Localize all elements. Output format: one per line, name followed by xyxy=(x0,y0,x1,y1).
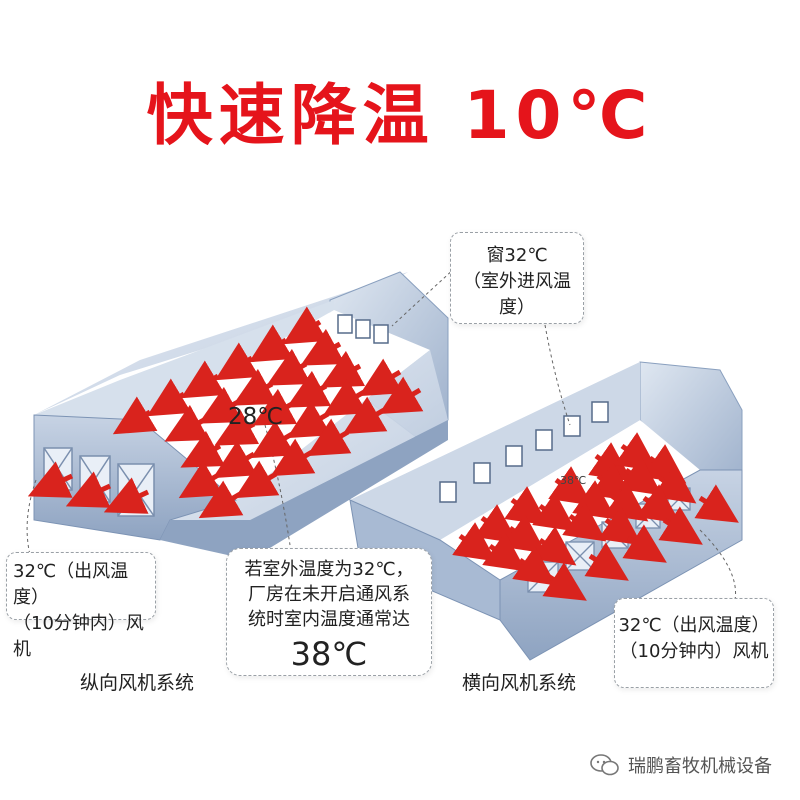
airflow-arrow xyxy=(504,486,549,526)
airflow-arrow xyxy=(658,506,703,545)
left-side-wall xyxy=(160,420,448,560)
airflow-arrow xyxy=(286,370,332,408)
airflow-arrow xyxy=(146,378,192,417)
right-outlet-line1: 32℃（出风温度） xyxy=(618,615,770,636)
airflow-arrow xyxy=(164,404,210,442)
watermark-text: 瑞鹏畜牧机械设备 xyxy=(628,756,772,777)
airflow-arrow xyxy=(198,480,244,519)
airflow-arrow xyxy=(482,532,527,572)
left-outlet-line2: （10分钟内）风机 xyxy=(13,613,144,660)
airflow-arrow xyxy=(214,408,260,446)
right-outlet-callout: 32℃（出风温度） （10分钟内）风机 xyxy=(614,598,774,688)
center-note-line1: 若室外温度为32℃， xyxy=(244,559,414,580)
airflow-arrow xyxy=(562,502,607,542)
center-note-line2: 厂房在未开启通风系 xyxy=(248,584,410,605)
airflow-arrow xyxy=(270,438,316,477)
airflow-arrow xyxy=(103,477,150,514)
airflow-arrow xyxy=(234,460,280,499)
caption-transverse: 横向风机系统 xyxy=(462,672,577,694)
airflow-arrow xyxy=(214,342,260,381)
wechat-icon xyxy=(590,754,619,776)
airflow-arrow xyxy=(112,396,158,435)
airflow-arrow xyxy=(694,484,739,523)
left-inlet-windows xyxy=(337,314,389,344)
left-inside-temp: 28℃ xyxy=(228,404,284,430)
caption-longitudinal: 纵向风机系统 xyxy=(80,672,195,694)
airflow-arrow xyxy=(542,562,587,601)
page-title: 快速降温 10℃ xyxy=(146,77,654,154)
right-inside-temp: 38℃ xyxy=(560,474,587,487)
airflow-arrow xyxy=(532,492,577,532)
airflow-arrow xyxy=(618,456,663,496)
airflow-arrow xyxy=(622,524,667,563)
airflow-arrow xyxy=(452,522,497,562)
right-inlet-windows xyxy=(439,401,609,503)
center-note-line3: 统时室内温度通常达 xyxy=(248,609,410,630)
left-outlet-line1: 32℃（出风温度） xyxy=(13,561,129,608)
airflow-arrow xyxy=(180,360,226,399)
airflow-arrow xyxy=(306,418,352,457)
right-back-wall xyxy=(350,362,640,540)
watermark: 瑞鹏畜牧机械设备 xyxy=(590,752,772,778)
window-inlet-line2: （室外进风温度） xyxy=(463,271,571,318)
window-inlet-line1: 窗32℃ xyxy=(486,245,548,266)
airflow-arrow xyxy=(342,396,388,435)
left-outlet-callout: 32℃（出风温度） （10分钟内）风机 xyxy=(6,552,156,660)
airflow-arrows xyxy=(27,306,739,601)
airflow-arrow xyxy=(320,350,366,388)
airflow-arrow xyxy=(378,376,424,415)
airflow-arrow xyxy=(584,542,629,581)
window-inlet-callout: 窗32℃ （室外进风温度） xyxy=(450,232,584,324)
center-note-callout: 若室外温度为32℃， 厂房在未开启通风系 统时室内温度通常达 38℃ xyxy=(226,548,432,676)
right-outlet-line2: （10分钟内）风机 xyxy=(619,641,769,662)
center-note-temp: 38℃ xyxy=(290,635,368,673)
airflow-arrow xyxy=(512,546,557,586)
